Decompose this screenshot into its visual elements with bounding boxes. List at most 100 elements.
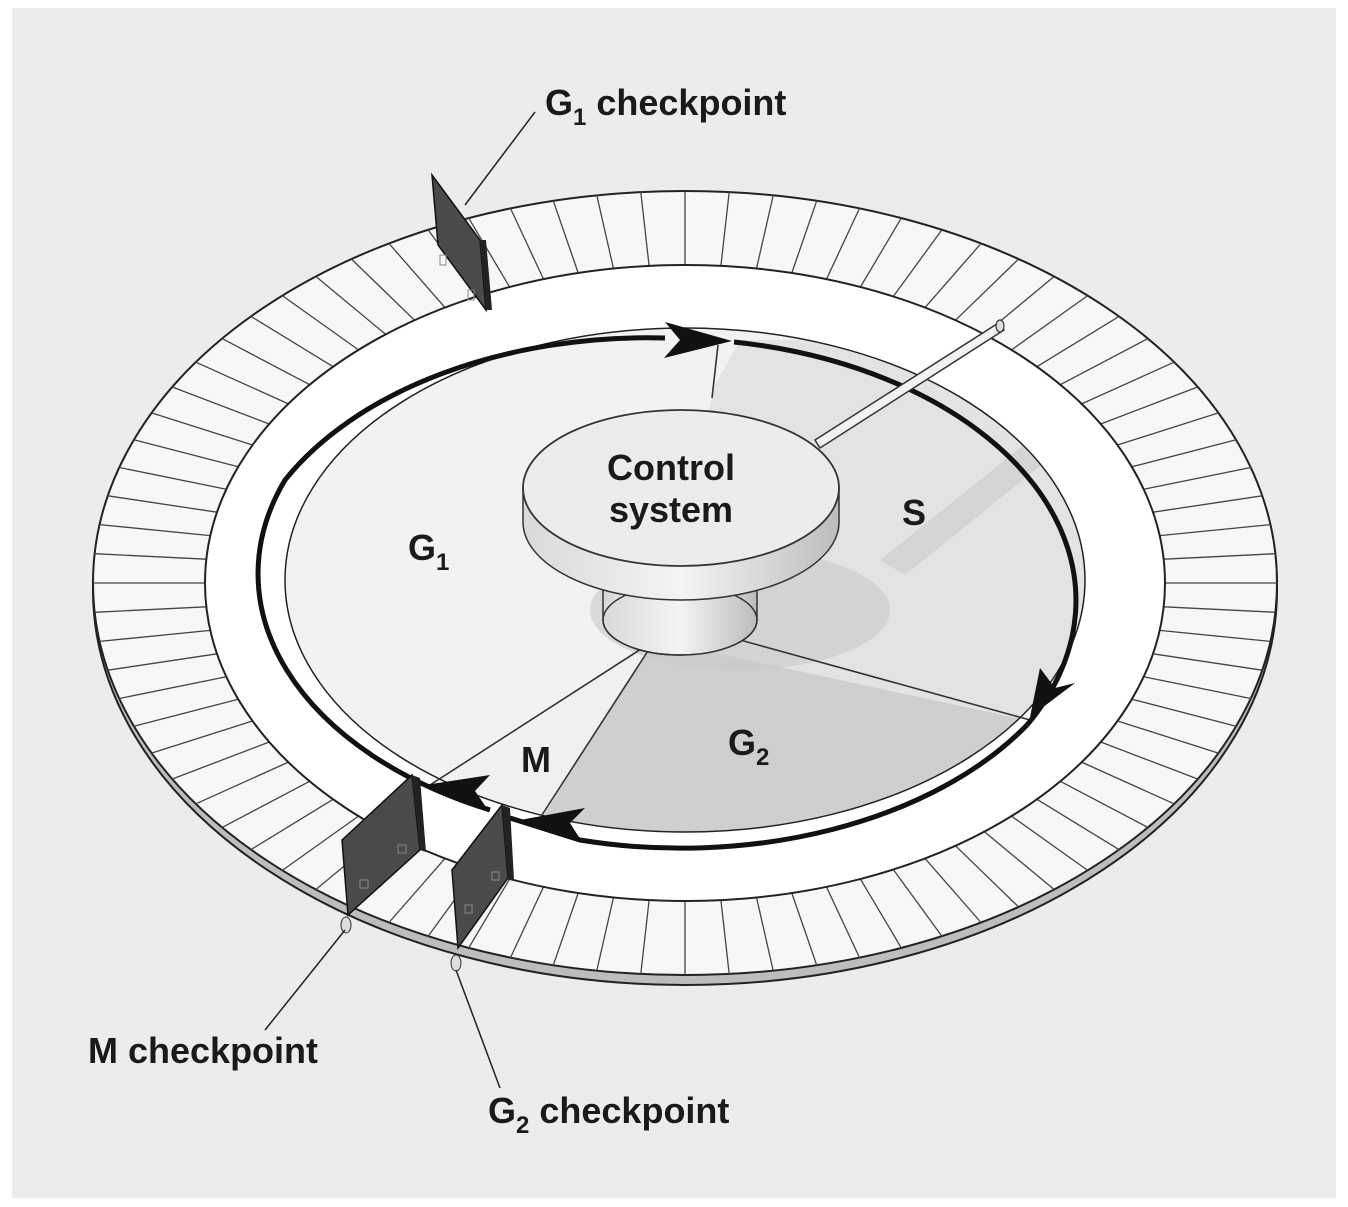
sector-lines — [429, 344, 1031, 819]
ring-segment-line — [221, 780, 311, 828]
ring-segment-line — [133, 698, 239, 727]
ring-segment-line — [195, 761, 289, 805]
ring-segment-line — [351, 258, 416, 321]
ring-segment-line — [720, 900, 730, 974]
arrowheads — [425, 322, 1075, 842]
ring-segment-line — [596, 897, 615, 971]
ring-segment-line — [172, 741, 270, 780]
ring-segment-line — [1159, 629, 1271, 643]
ring-segment-line — [250, 798, 334, 851]
ring-segment-line — [133, 439, 239, 468]
arrowhead-m — [425, 775, 490, 810]
ring-segment-line — [791, 892, 818, 966]
ring-segment-line — [99, 629, 211, 643]
ring-segment-line — [859, 217, 902, 288]
control-system-hub: Control system — [522, 409, 840, 656]
ring-segment-line — [791, 200, 818, 274]
ring-segment-line — [1143, 466, 1251, 490]
ring-segment-line — [596, 195, 615, 269]
ring-segment-line — [1059, 780, 1149, 828]
ring-segment-line — [195, 361, 289, 405]
m-checkpoint-label: M checkpoint — [88, 1030, 318, 1071]
phase-label-m: M — [521, 739, 551, 780]
ring-segment-line — [1163, 553, 1276, 560]
ring-segment-line — [1117, 412, 1219, 446]
ring-segment-line — [119, 466, 227, 490]
m-checkpoint-gate — [340, 773, 426, 934]
g1-checkpoint-gate — [431, 172, 492, 313]
ring-segment-line — [151, 412, 253, 446]
ring-segment-line — [720, 192, 730, 266]
ring-segment-line — [94, 553, 207, 560]
ring-segment-line — [509, 886, 545, 958]
g2-checkpoint-label: G2 checkpoint — [488, 1090, 729, 1139]
control-rod — [813, 319, 1005, 450]
ring-segment-line — [221, 338, 311, 386]
ring-segment-line — [172, 386, 270, 425]
ring-segment-line — [983, 831, 1055, 891]
ring-segment-line — [1036, 315, 1120, 368]
ring-segment-line — [1159, 523, 1271, 537]
arrowhead-s — [1030, 668, 1075, 717]
ring-segment-line — [552, 892, 579, 966]
ring-segment-line — [281, 815, 359, 871]
ring-segment-line — [640, 192, 650, 266]
ring-segment-line — [892, 229, 943, 297]
ring-segment-line — [1152, 653, 1263, 671]
ring-segment-line — [94, 606, 207, 613]
control-system-label-line1: Control — [607, 447, 735, 488]
ring-segment-line — [924, 857, 982, 923]
ring-segment-line — [892, 869, 943, 937]
ring-segment-line — [1059, 338, 1149, 386]
ring-segment-line — [825, 886, 861, 958]
ring-segment-line — [281, 295, 359, 351]
ring-segment-line — [388, 857, 446, 923]
ring-segment-line — [1081, 761, 1175, 805]
ring-segment-line — [954, 845, 1019, 908]
ring-segment-line — [825, 208, 861, 280]
phase-label-g1: G1 — [408, 527, 449, 576]
cycle-arrow — [255, 335, 1079, 851]
ring-segment-line — [1131, 698, 1237, 727]
ring-segment-line — [107, 653, 218, 671]
ring-segment-line — [1131, 439, 1237, 468]
ring-segment-line — [1081, 361, 1175, 405]
phase-label-s: S — [902, 492, 926, 533]
ring-segment-line — [119, 676, 227, 700]
ring-segment-line — [1011, 815, 1089, 871]
ring-segment-line — [151, 720, 253, 754]
ring-segment-line — [859, 878, 902, 949]
ring-segment-line — [1117, 720, 1219, 754]
ring-segment-line — [1143, 676, 1251, 700]
ring-segment-line — [99, 523, 211, 537]
hub-top — [522, 409, 840, 567]
ring-segment-line — [250, 315, 334, 368]
g2-checkpoint-gate — [450, 803, 514, 972]
ring-segment-line — [1011, 295, 1089, 351]
ring-segment-line — [509, 208, 545, 280]
ring-segment-line — [755, 897, 774, 971]
control-system-label-line2: system — [609, 489, 733, 530]
arrowhead-g1 — [664, 322, 732, 358]
rod-shadow — [880, 440, 1060, 575]
ring-segment-line — [1163, 606, 1276, 613]
leader-lines — [264, 111, 536, 1089]
arrowhead-g2 — [520, 808, 585, 842]
ring-segment-line — [640, 900, 650, 974]
ring-segment-line — [924, 243, 982, 309]
ring-segment-line — [1100, 386, 1198, 425]
ring-segment-line — [468, 878, 511, 949]
g1-checkpoint-label: G1 checkpoint — [545, 82, 786, 131]
phase-label-g2: G2 — [728, 722, 769, 771]
ring-segment-line — [1036, 798, 1120, 851]
ring-segment-line — [107, 495, 218, 513]
ring-segment-line — [552, 200, 579, 274]
ring-segment-line — [468, 217, 511, 288]
sector-g2 — [520, 640, 1085, 832]
ring-segment-line — [755, 195, 774, 269]
ring-segment-line — [1152, 495, 1263, 513]
ring-segment-line — [1100, 741, 1198, 780]
ring-segment-line — [954, 258, 1019, 321]
